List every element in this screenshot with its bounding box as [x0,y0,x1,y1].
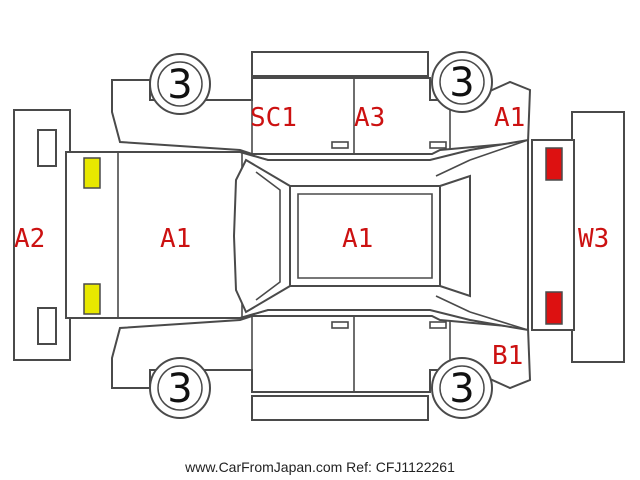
tire-rear-left-score: 3 [449,366,474,412]
taillight-left [545,291,563,325]
taillight-right [545,147,563,181]
reference-footer: www.CarFromJapan.com Ref: CFJ1122261 [184,459,455,475]
code-hood: A1 [160,224,191,254]
tire-front-right: 3 [149,53,211,115]
tire-rear-right-score: 3 [449,60,474,106]
code-front-bumper: A2 [14,224,45,254]
tire-rear-right: 3 [431,51,493,113]
code-rear-glass: W3 [578,224,609,254]
code-right-rear-door: A3 [354,103,385,133]
tire-front-left: 3 [149,357,211,419]
tire-front-left-score: 3 [167,366,192,412]
front-bumper [13,109,71,361]
headlight-right [83,157,101,189]
left-side-profile [111,315,532,421]
code-right-front-door: SC1 [250,103,297,133]
right-side-profile [111,51,532,155]
code-left-rear-fender: B1 [492,341,523,371]
code-right-rear-fender: A1 [494,103,525,133]
headlight-left [83,283,101,315]
code-roof: A1 [342,224,373,254]
tire-rear-left: 3 [431,357,493,419]
car-body-top [65,138,529,332]
tire-front-right-score: 3 [167,62,192,108]
